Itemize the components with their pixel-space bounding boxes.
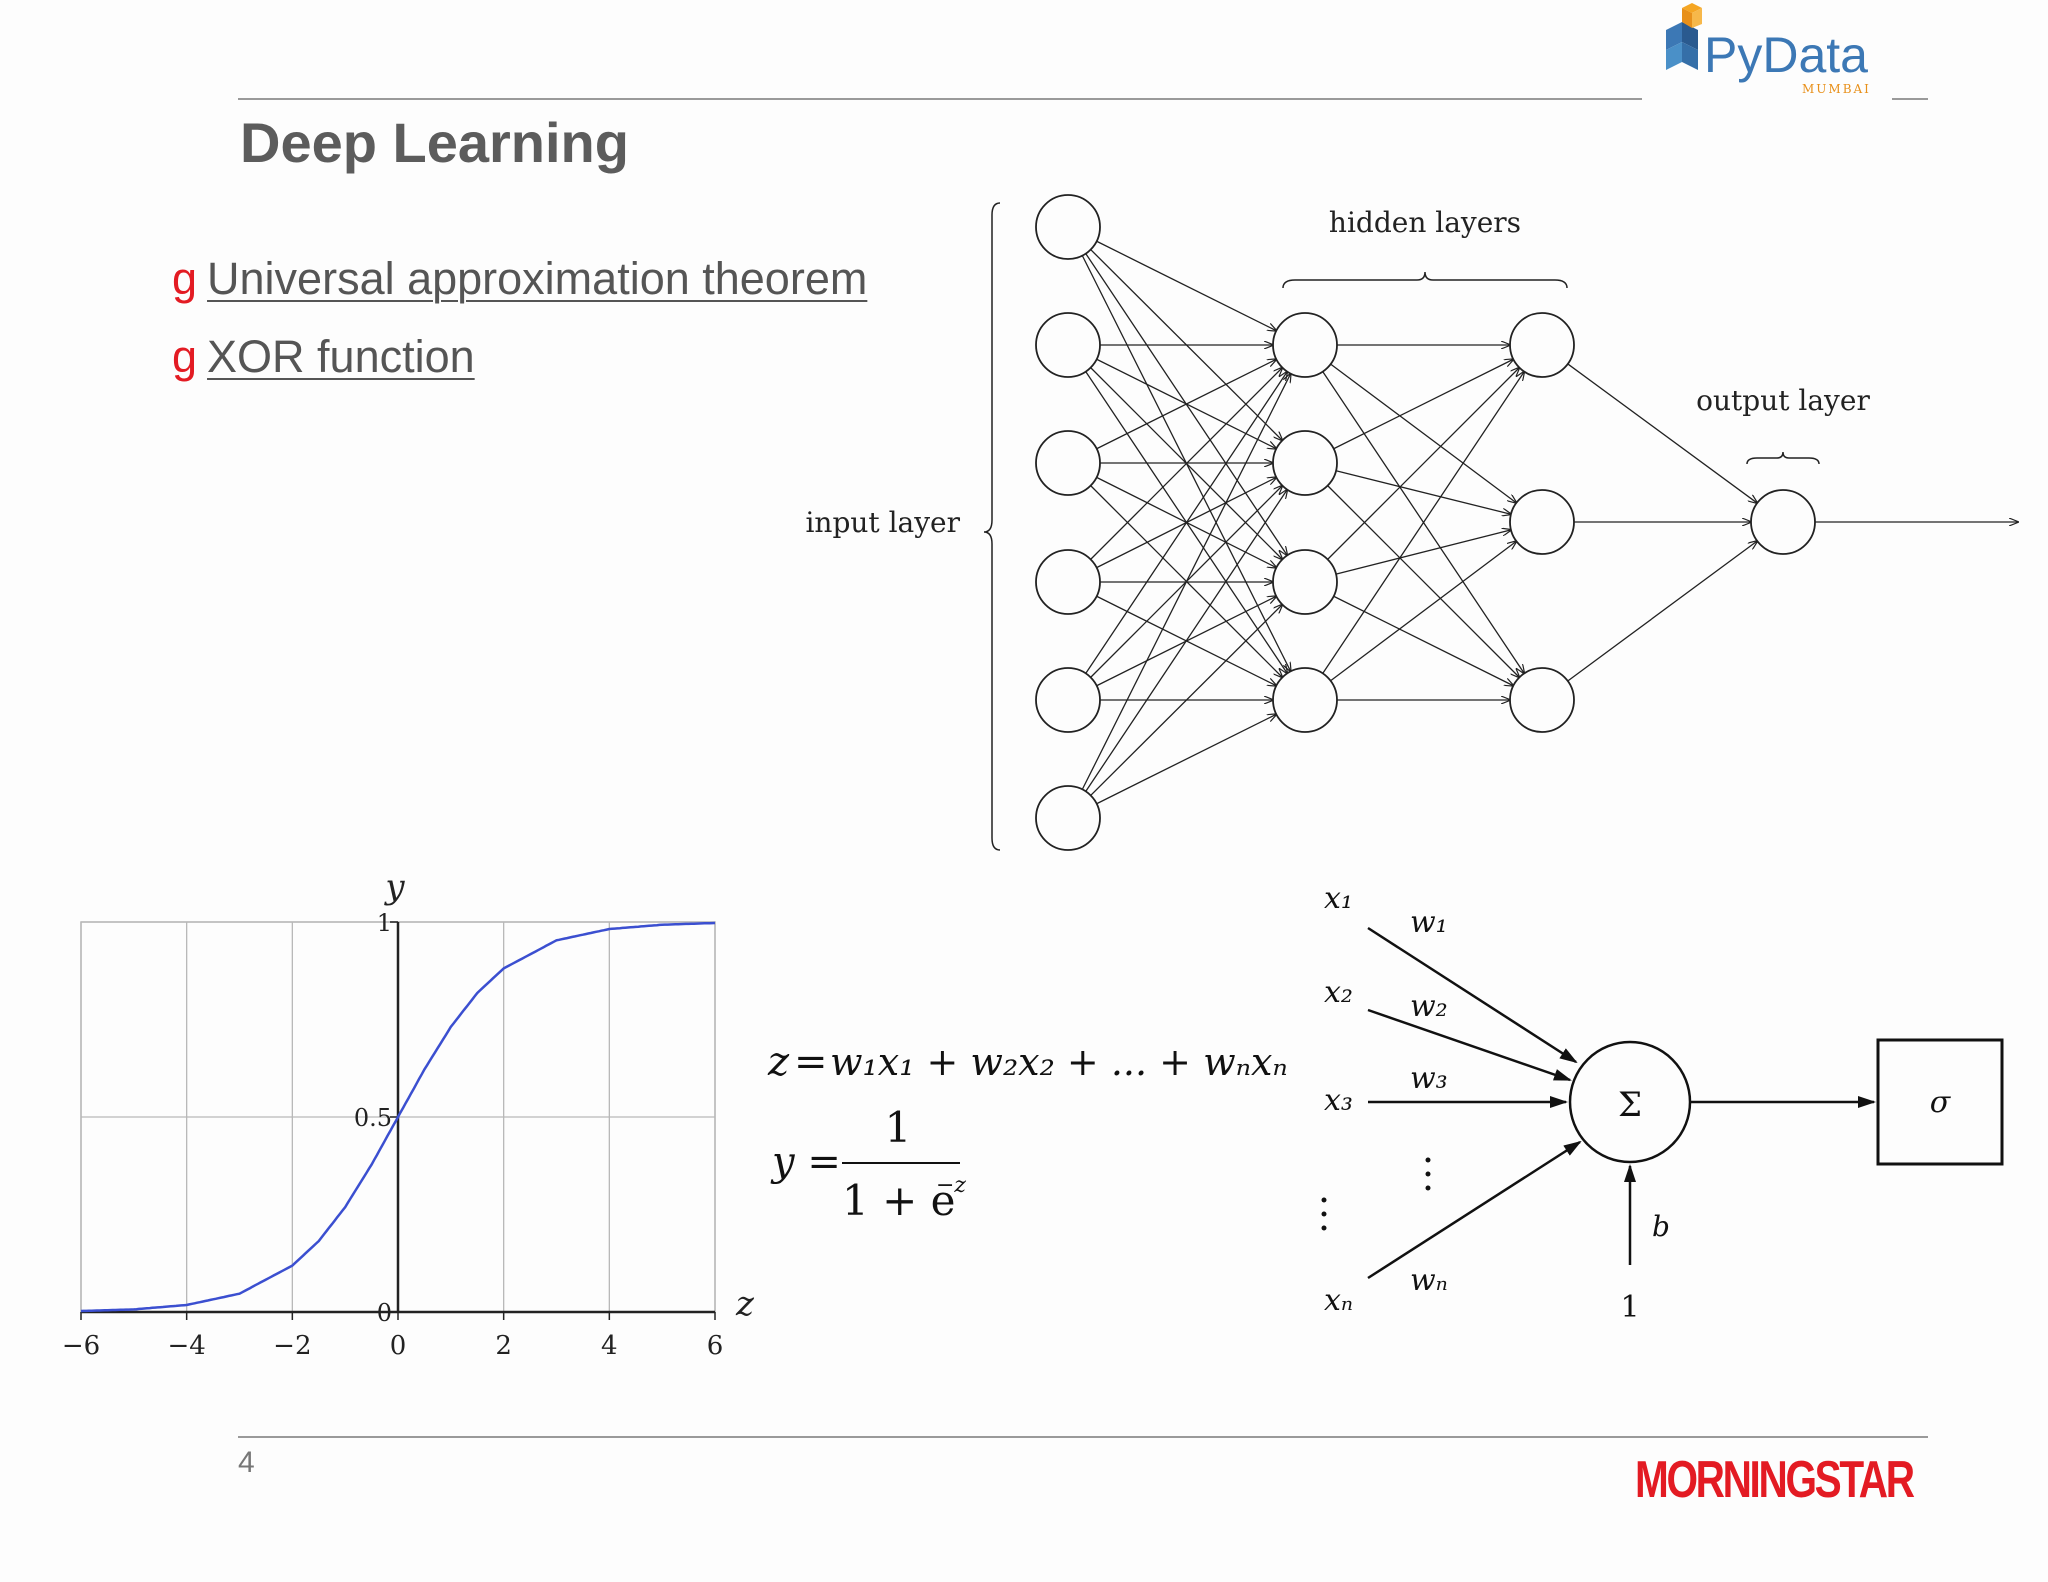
- x-tick-label: −6: [62, 1331, 100, 1361]
- y-equation-exponent: −z: [936, 1173, 966, 1198]
- network-edge: [1327, 368, 1520, 560]
- neural-network-diagram: input layer hidden layers output layer: [805, 194, 2040, 851]
- network-edge: [1096, 714, 1277, 805]
- bullet-marker: g: [172, 331, 198, 382]
- bias-value: 1: [1620, 1290, 1639, 1325]
- network-edge: [1567, 541, 1758, 682]
- hidden-neuron: [1272, 549, 1338, 615]
- pydata-logo: PyData MUMBAI: [1642, 0, 1892, 100]
- sigmoid-series-line: [80, 921, 716, 1313]
- network-edge: [1333, 359, 1514, 450]
- input-neuron: [1035, 430, 1101, 496]
- network-edge: [1333, 595, 1514, 685]
- y-tick-label: 0.5: [354, 1104, 392, 1132]
- y-tick-label: 1: [377, 909, 392, 937]
- hidden-neuron: [1509, 489, 1575, 555]
- hidden-layers-brace: [1282, 271, 1568, 289]
- activation-symbol: σ: [1930, 1085, 1952, 1120]
- input-edge: [1367, 1140, 1582, 1280]
- network-edge: [1327, 485, 1520, 678]
- x-tick-label: 4: [601, 1331, 618, 1361]
- vertical-ellipsis: [1321, 1157, 1431, 1231]
- network-connections: [1081, 240, 2018, 805]
- y-equation-numerator: 1: [885, 1103, 912, 1152]
- footer-rule: [238, 1436, 1928, 1438]
- pydata-logo-text: PyData: [1704, 27, 1868, 83]
- input-label-x1: x₁: [1324, 881, 1353, 916]
- hidden-neuron: [1272, 312, 1338, 378]
- network-edge: [1096, 359, 1277, 450]
- y-equation-lhs: y =: [770, 1139, 841, 1185]
- bullet-marker: g: [172, 253, 198, 304]
- network-nodes: [1035, 194, 1816, 851]
- network-edge: [1081, 374, 1290, 790]
- input-label-xn: xₙ: [1324, 1283, 1353, 1318]
- network-edge: [1090, 368, 1283, 560]
- activation-box: [1876, 1038, 2004, 1166]
- network-edge: [1567, 363, 1757, 503]
- pydata-logo-subtitle: MUMBAI: [1802, 82, 1871, 96]
- hidden-layers-label: hidden layers: [1329, 206, 1521, 239]
- x-tick-label: 6: [707, 1331, 724, 1361]
- input-neuron: [1035, 312, 1101, 378]
- y-tick-label: 0: [377, 1299, 392, 1327]
- input-neuron: [1035, 785, 1101, 851]
- summation-symbol: Σ: [1618, 1085, 1642, 1125]
- universal-approximation-link[interactable]: Universal approximation theorem: [207, 253, 868, 304]
- y-equation-denominator: 1 + e: [842, 1176, 955, 1225]
- hidden-neuron: [1509, 667, 1575, 733]
- z-equation-equals: =: [794, 1039, 828, 1085]
- hidden-neuron: [1272, 667, 1338, 733]
- x-tick-label: 0: [390, 1331, 407, 1361]
- perceptron-diagram: Σ σ b 1 x₁ x₂ x₃ xₙ w₁ w₂ w₃ wₙ: [1321, 881, 2004, 1325]
- bias-label: b: [1652, 1210, 1670, 1243]
- x-tick-label: 2: [495, 1331, 512, 1361]
- x-tick-label: −2: [273, 1331, 311, 1361]
- input-label-x3: x₃: [1324, 1083, 1353, 1118]
- weight-label-w3: w₃: [1410, 1061, 1448, 1096]
- page-number: 4: [238, 1446, 255, 1479]
- pydata-cube-icon: PyData MUMBAI: [1666, 3, 1871, 96]
- input-layer-brace: [983, 202, 1001, 851]
- network-edge: [1085, 490, 1287, 792]
- header-rule: [238, 98, 1928, 100]
- weight-label-w2: w₂: [1410, 989, 1448, 1024]
- equations: z = w₁x₁ + w₂x₂ + ... + wₙxₙ y = 1 1 + e…: [767, 1039, 1288, 1225]
- input-neuron: [1035, 667, 1101, 733]
- output-layer-brace: [1746, 451, 1820, 465]
- network-edge: [1096, 240, 1277, 330]
- xor-function-link[interactable]: XOR function: [207, 331, 475, 382]
- chart-y-label: y: [383, 867, 405, 907]
- input-neuron: [1035, 549, 1101, 615]
- weight-label-wn: wₙ: [1410, 1263, 1448, 1298]
- network-edge: [1090, 605, 1283, 796]
- z-equation-terms: w₁x₁ + w₂x₂ + ... + wₙxₙ: [830, 1040, 1288, 1084]
- network-edge: [1330, 363, 1517, 503]
- hidden-neuron: [1272, 430, 1338, 496]
- chart-ticks: −6 −4 −2 0 2 4 6 0 0.5 1: [62, 909, 723, 1361]
- input-label-x2: x₂: [1324, 975, 1353, 1010]
- slide-title: Deep Learning: [240, 111, 629, 174]
- sigmoid-chart: −6 −4 −2 0 2 4 6 0 0.5 1 y z: [62, 867, 755, 1361]
- network-edge: [1085, 372, 1287, 674]
- hidden-neuron: [1509, 312, 1575, 378]
- input-edge: [1367, 1008, 1572, 1082]
- z-equation-lhs: z: [767, 1039, 790, 1085]
- input-layer-label: input layer: [805, 506, 960, 539]
- morningstar-logo: MORNINGSTAR: [1635, 1451, 1915, 1509]
- chart-x-label: z: [735, 1284, 755, 1324]
- input-edge: [1367, 926, 1578, 1064]
- network-edge: [1330, 541, 1517, 682]
- output-layer-label: output layer: [1696, 384, 1870, 417]
- input-neuron: [1035, 194, 1101, 260]
- output-neuron: [1750, 489, 1816, 555]
- weight-label-w1: w₁: [1410, 905, 1448, 940]
- x-tick-label: −4: [168, 1331, 206, 1361]
- network-edge: [1335, 530, 1511, 575]
- network-edge: [1322, 372, 1524, 674]
- network-edge: [1335, 470, 1511, 515]
